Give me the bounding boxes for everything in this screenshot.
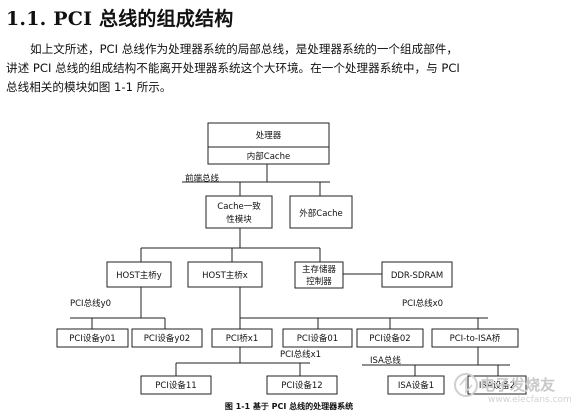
- section-heading: 1.1. PCI 总线的组成结构: [6, 8, 234, 30]
- intro-paragraph: 如上文所述，PCI 总线作为处理器系统的局部总线，是处理器系统的一个组成部件， …: [6, 40, 572, 97]
- internal-cache-label: 内部Cache: [247, 151, 290, 162]
- ddr-sdram-label: DDR-SDRAM: [391, 271, 443, 281]
- pci-device-11-box: PCI设备11: [140, 375, 212, 395]
- processor-label: 处理器: [256, 130, 282, 141]
- watermark-url: www.elecfans.com: [488, 395, 572, 405]
- paragraph-line-1: 如上文所述，PCI 总线作为处理器系统的局部总线，是处理器系统的一个组成部件，: [30, 42, 458, 56]
- figure-caption: 图 1-1 基于 PCI 总线的处理器系统: [225, 401, 353, 411]
- pci-device-y01-box: PCI设备y01: [56, 328, 129, 348]
- memory-controller-label-2: 控制器: [306, 276, 332, 287]
- processor-box: 处理器 内部Cache: [207, 122, 330, 165]
- isa-device-1-label: ISA设备1: [398, 380, 434, 391]
- pci-to-isa-bridge-box: PCI-to-ISA桥: [431, 328, 519, 348]
- pci-device-01-label: PCI设备01: [297, 333, 338, 344]
- paragraph-line-2: 讲述 PCI 总线的组成结构不能离开处理器系统这个大环境。在一个处理器系统中，与…: [6, 61, 460, 75]
- isa-device-2-box: ISA设备2: [467, 375, 527, 395]
- memory-controller-box: 主存储器 控制器: [294, 261, 344, 289]
- pci-bus-x1-label: PCI总线x1: [280, 349, 321, 360]
- host-bridge-x-box: HOST主桥x: [187, 261, 263, 288]
- pci-bus-y0-label: PCI总线y0: [70, 298, 111, 309]
- watermark: 电子发烧友 www.elecfans.com: [454, 373, 572, 405]
- pci-device-01-box: PCI设备01: [282, 328, 353, 348]
- pci-device-12-box: PCI设备12: [266, 375, 338, 395]
- pci-to-isa-bridge-label: PCI-to-ISA桥: [450, 333, 501, 344]
- cache-coherency-label-2: 性模块: [226, 214, 252, 225]
- host-bridge-y-label: HOST主桥y: [116, 270, 162, 281]
- isa-device-1-box: ISA设备1: [387, 375, 445, 395]
- cache-coherency-label-1: Cache一致: [217, 201, 261, 212]
- memory-controller-label-1: 主存储器: [302, 264, 337, 275]
- cache-coherency-box: Cache一致 性模块: [205, 195, 273, 229]
- paragraph-line-3: 总线相关的模块如图 1-1 所示。: [6, 80, 172, 94]
- watermark-brand: 电子发烧友: [480, 376, 555, 394]
- pci-bridge-x1-label: PCI桥x1: [226, 333, 259, 344]
- isa-device-2-label: ISA设备2: [479, 380, 515, 391]
- external-cache-label: 外部Cache: [299, 208, 342, 219]
- pci-bridge-x1-box: PCI桥x1: [211, 328, 273, 348]
- pci-device-02-box: PCI设备02: [356, 328, 424, 348]
- watermark-logo-icon: [454, 373, 478, 397]
- external-cache-box: 外部Cache: [289, 195, 353, 229]
- isa-bus-label: ISA总线: [370, 355, 401, 366]
- front-bus-label: 前端总线: [185, 173, 220, 184]
- connector-lines: [70, 164, 510, 376]
- pci-device-y02-box: PCI设备y02: [131, 328, 203, 348]
- host-bridge-x-label: HOST主桥x: [202, 270, 248, 281]
- pci-device-y01-label: PCI设备y01: [69, 333, 115, 344]
- pci-device-02-label: PCI设备02: [369, 333, 410, 344]
- ddr-sdram-box: DDR-SDRAM: [381, 261, 453, 288]
- pci-device-12-label: PCI设备12: [281, 380, 322, 391]
- pci-bus-x0-label: PCI总线x0: [402, 298, 443, 309]
- host-bridge-y-box: HOST主桥y: [106, 261, 172, 288]
- pci-device-11-label: PCI设备11: [155, 380, 196, 391]
- pci-device-y02-label: PCI设备y02: [144, 333, 190, 344]
